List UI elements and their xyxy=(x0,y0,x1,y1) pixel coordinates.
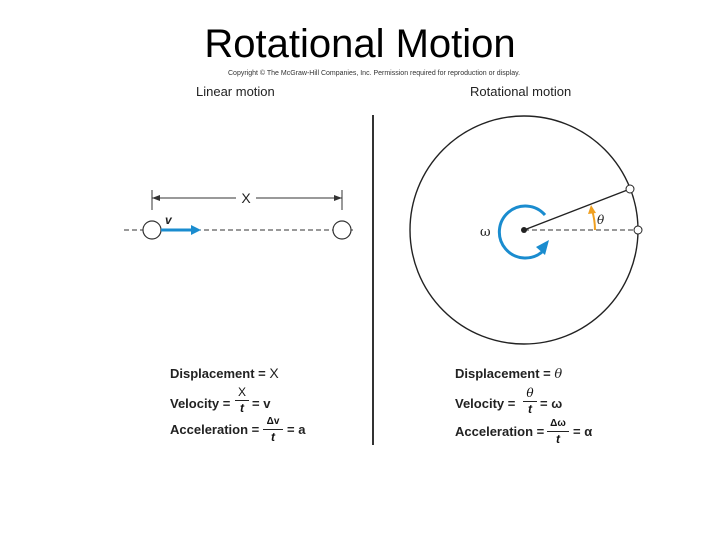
slide-title: Rotational Motion xyxy=(204,22,516,66)
rotational-velocity-denominator: t xyxy=(528,402,532,416)
linear-acceleration-result: = a xyxy=(287,422,306,437)
linear-acceleration-numerator: Δv xyxy=(266,416,280,427)
rotational-acceleration-fraction: Δω t xyxy=(547,416,569,446)
rotational-displacement-equation: Displacement = θ xyxy=(455,366,562,382)
linear-motion-label: Linear motion xyxy=(196,84,275,99)
rotational-velocity-fraction: θ t xyxy=(523,387,537,416)
linear-displacement-value: X xyxy=(269,365,279,381)
rotational-acceleration-text: Acceleration = xyxy=(455,424,545,439)
rotational-displacement-value: θ xyxy=(554,367,563,382)
theta-label: θ xyxy=(597,213,605,227)
linear-displacement-equation: Displacement = X xyxy=(170,365,279,381)
linear-acceleration-text: Acceleration = xyxy=(170,422,260,437)
rotational-velocity-numerator: θ xyxy=(526,386,534,400)
start-position-circle xyxy=(142,220,162,240)
linear-velocity-numerator: X xyxy=(237,385,246,399)
linear-acceleration-denominator: t xyxy=(271,430,275,444)
linear-velocity-result: = v xyxy=(252,396,271,411)
distance-label: X xyxy=(241,190,251,206)
linear-displacement-text: Displacement = xyxy=(170,366,266,381)
rotational-motion-label: Rotational motion xyxy=(470,84,572,99)
angular-velocity-arrowhead xyxy=(536,240,549,255)
linear-velocity-fraction: X t xyxy=(235,386,249,415)
rotational-acceleration-result: = α xyxy=(573,424,593,439)
angular-velocity-arc xyxy=(497,204,547,260)
radius-line xyxy=(523,188,631,231)
copyright-notice: Copyright © The McGraw-Hill Companies, I… xyxy=(228,70,521,77)
rotational-motion-figure: ω θ xyxy=(409,115,643,345)
center-dot xyxy=(521,227,527,233)
distance-arrow-right xyxy=(334,195,342,201)
velocity-arrowhead xyxy=(191,225,201,235)
linear-velocity-text: Velocity = xyxy=(170,396,231,411)
rotated-point-circle xyxy=(625,184,635,194)
linear-motion-figure: X v xyxy=(124,190,356,240)
end-position-circle xyxy=(332,220,352,240)
linear-velocity-denominator: t xyxy=(240,401,244,415)
angle-arrowhead xyxy=(588,205,596,214)
velocity-label: v xyxy=(165,213,173,227)
rotational-velocity-result: = ω xyxy=(540,396,563,411)
rotational-acceleration-denominator: t xyxy=(556,432,560,446)
omega-label: ω xyxy=(480,225,491,240)
rotational-velocity-text: Velocity = xyxy=(455,396,516,411)
rotational-acceleration-numerator: Δω xyxy=(550,418,566,429)
distance-arrow-left xyxy=(152,195,160,201)
rotational-displacement-text: Displacement = xyxy=(455,366,551,381)
linear-acceleration-fraction: Δv t xyxy=(263,414,283,444)
reference-point-circle xyxy=(633,225,643,235)
